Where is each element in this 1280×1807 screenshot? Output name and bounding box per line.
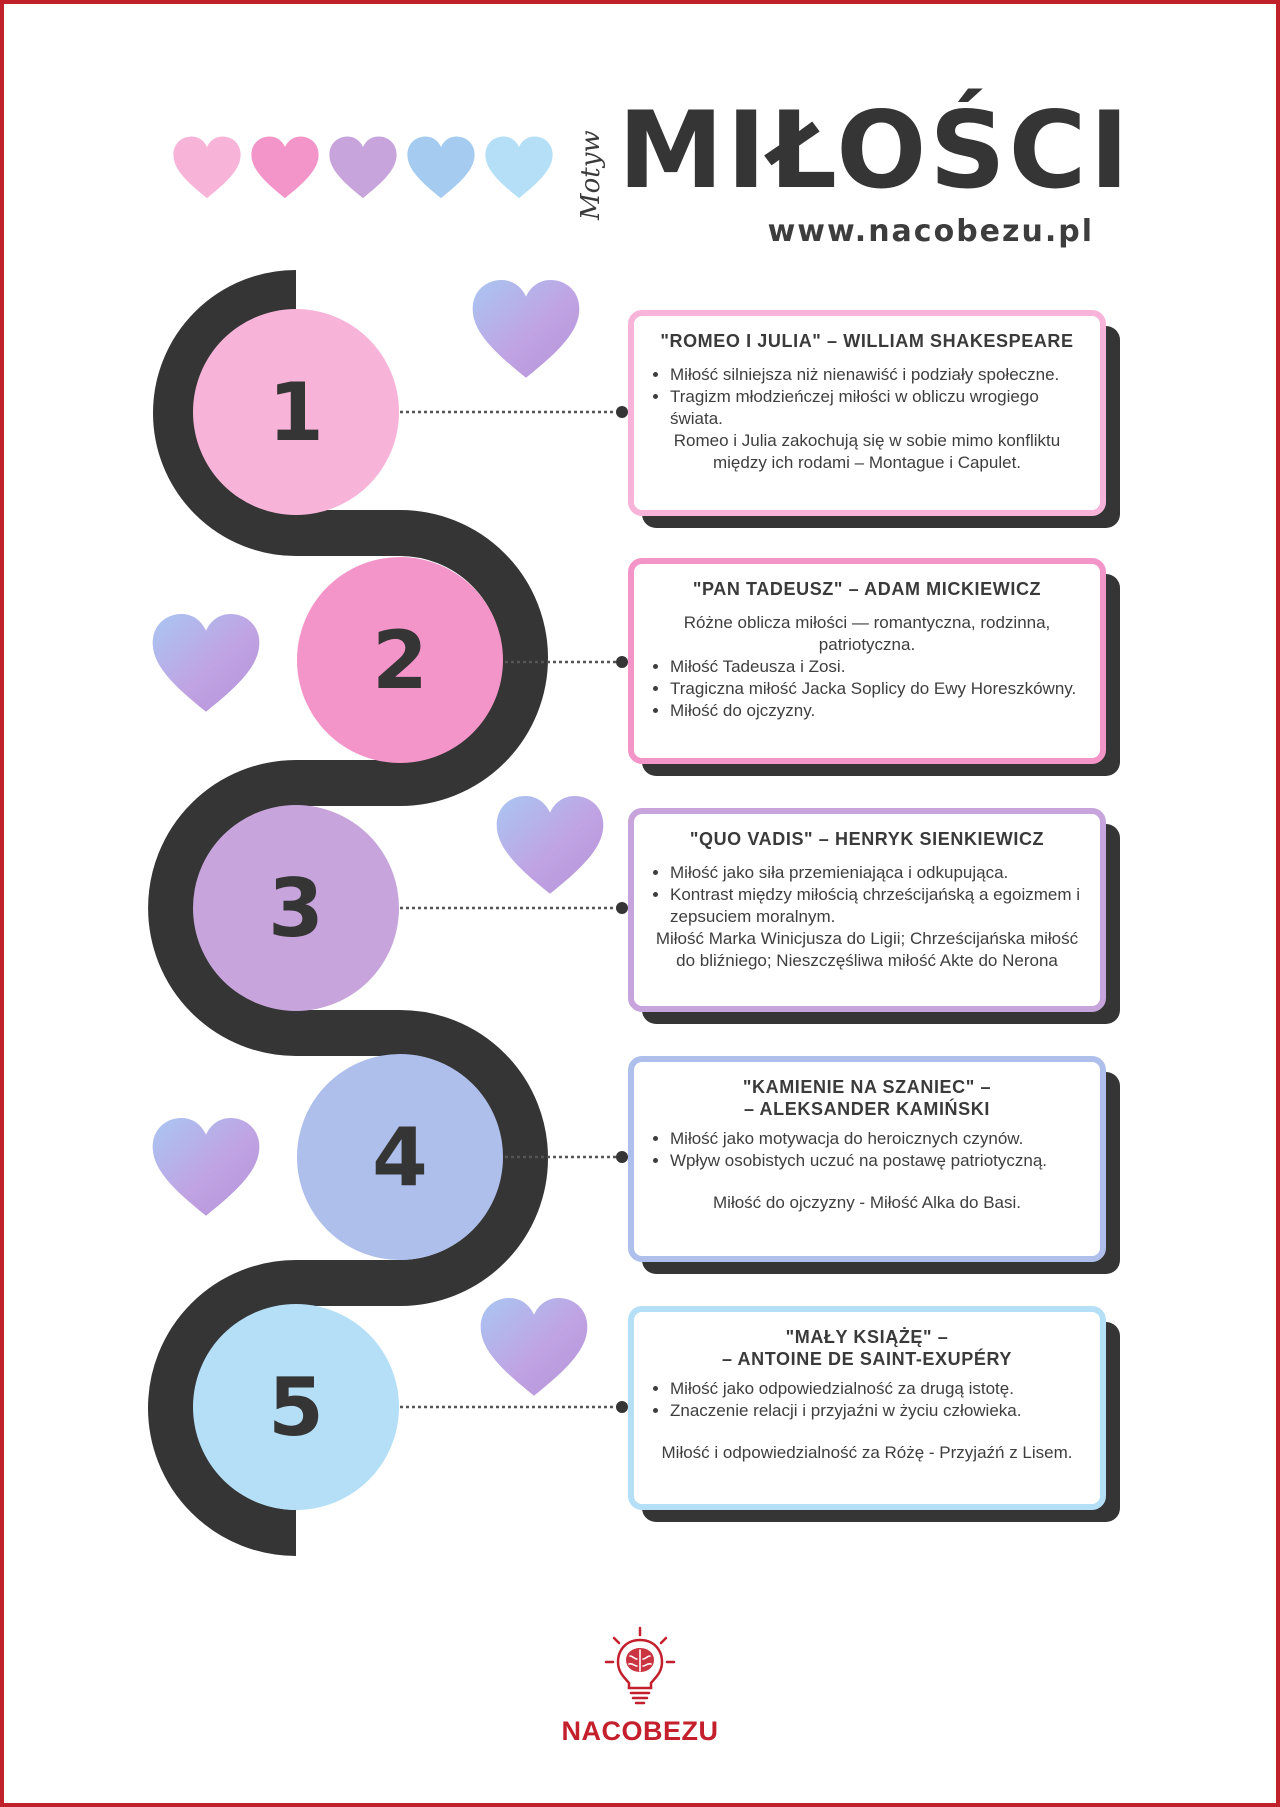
- card-title-line-2: – ALEKSANDER KAMIŃSKI: [744, 1099, 990, 1119]
- connector-dot-4: [616, 1151, 628, 1163]
- card-kamienie-na-szaniec: "KAMIENIE NA SZANIEC" – – ALEKSANDER KAM…: [628, 1056, 1106, 1262]
- card-body: Miłość jako siła przemieniająca i odkupu…: [648, 862, 1086, 972]
- connector-dot-3: [616, 902, 628, 914]
- heart-icon: [496, 796, 604, 894]
- connector-dot-5: [616, 1401, 628, 1413]
- card-body: Miłość jako odpowiedzialność za drugą is…: [648, 1378, 1086, 1464]
- brand-name: NACOBEZU: [561, 1716, 719, 1746]
- connector-dot-1: [616, 406, 628, 418]
- heart-icon: [472, 280, 580, 378]
- list-item: Miłość jako odpowiedzialność za drugą is…: [670, 1378, 1086, 1400]
- card-title: "MAŁY KSIĄŻĘ" – – ANTOINE DE SAINT-EXUPÉ…: [648, 1326, 1086, 1370]
- card-note: Miłość i odpowiedzialność za Różę - Przy…: [661, 1443, 1073, 1462]
- list-item: Miłość jako motywacja do heroicznych czy…: [670, 1128, 1086, 1150]
- list-item: Wpływ osobistych uczuć na postawę patrio…: [670, 1150, 1086, 1172]
- step-circle-5: [193, 1304, 399, 1510]
- list-item: Tragiczna miłość Jacka Soplicy do Ewy Ho…: [670, 678, 1086, 700]
- heart-icon: [480, 1298, 588, 1396]
- brand-logo: NACOBEZU: [560, 1626, 720, 1747]
- list-item: Miłość silniejsza niż nienawiść i podzia…: [670, 364, 1086, 386]
- card-title: "QUO VADIS" – HENRYK SIENKIEWICZ: [689, 829, 1045, 849]
- card-body: Różne oblicza miłości — romantyczna, rod…: [648, 612, 1086, 722]
- card-quo-vadis: "QUO VADIS" – HENRYK SIENKIEWICZ Miłość …: [628, 808, 1106, 1012]
- card-title: "ROMEO I JULIA" – WILLIAM SHAKESPEARE: [660, 331, 1074, 351]
- card-title: "PAN TADEUSZ" – ADAM MICKIEWICZ: [692, 579, 1042, 599]
- card-title-line-1: "KAMIENIE NA SZANIEC" –: [742, 1077, 992, 1097]
- heart-icon: [152, 614, 260, 712]
- card-note: Miłość Marka Winicjusza do Ligii; Chrześ…: [655, 929, 1079, 970]
- card-maly-ksiaze: "MAŁY KSIĄŻĘ" – – ANTOINE DE SAINT-EXUPÉ…: [628, 1306, 1106, 1510]
- card-title: "KAMIENIE NA SZANIEC" – – ALEKSANDER KAM…: [648, 1076, 1086, 1120]
- step-circle-4: [297, 1054, 503, 1260]
- card-title-line-2: – ANTOINE DE SAINT-EXUPÉRY: [722, 1349, 1012, 1369]
- list-item: Kontrast między miłością chrześcijańską …: [670, 884, 1086, 928]
- list-item: Miłość jako siła przemieniająca i odkupu…: [670, 862, 1086, 884]
- card-intro: Różne oblicza miłości — romantyczna, rod…: [683, 613, 1051, 654]
- lightbulb-brain-icon: [604, 1626, 676, 1705]
- step-circle-3: [193, 805, 399, 1011]
- step-number-1: 1: [268, 366, 324, 459]
- card-romeo-i-julia: "ROMEO I JULIA" – WILLIAM SHAKESPEARE Mi…: [628, 310, 1106, 516]
- card-note: Miłość do ojczyzny - Miłość Alka do Basi…: [713, 1193, 1021, 1212]
- step-number-2: 2: [372, 614, 428, 707]
- list-item: Miłość do ojczyzny.: [670, 700, 1086, 722]
- site-url: www.nacobezu.pl: [767, 214, 1094, 249]
- step-circle-2: [297, 557, 503, 763]
- connector-dot-2: [616, 656, 628, 668]
- card-title-line-1: "MAŁY KSIĄŻĘ" –: [785, 1327, 949, 1347]
- list-item: Tragizm młodzieńczej miłości w obliczu w…: [670, 386, 1086, 430]
- card-pan-tadeusz: "PAN TADEUSZ" – ADAM MICKIEWICZ Różne ob…: [628, 558, 1106, 764]
- list-item: Miłość Tadeusza i Zosi.: [670, 656, 1086, 678]
- list-item: Znaczenie relacji i przyjaźni w życiu cz…: [670, 1400, 1086, 1422]
- card-body: Miłość jako motywacja do heroicznych czy…: [648, 1128, 1086, 1214]
- card-body: Miłość silniejsza niż nienawiść i podzia…: [648, 364, 1086, 474]
- heart-icon: [152, 1118, 260, 1216]
- step-number-3: 3: [268, 862, 324, 955]
- card-note: Romeo i Julia zakochują się w sobie mimo…: [673, 431, 1061, 472]
- step-circle-1: [193, 309, 399, 515]
- page-title: MIŁOŚCI: [618, 89, 1132, 212]
- step-number-5: 5: [268, 1361, 324, 1454]
- step-number-4: 4: [372, 1111, 428, 1204]
- snake-path: [148, 270, 548, 1556]
